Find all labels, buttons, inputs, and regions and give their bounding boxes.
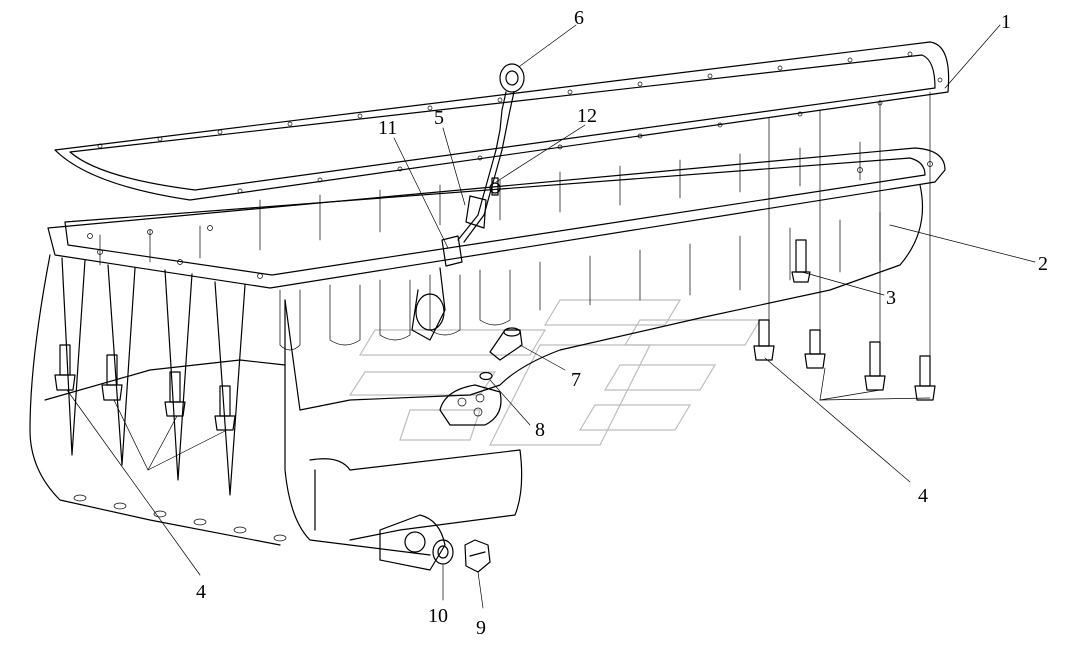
bolts-left bbox=[54, 344, 236, 431]
callout-4-right: 4 bbox=[918, 485, 928, 507]
callout-10: 10 bbox=[428, 605, 448, 627]
callout-4-left: 4 bbox=[196, 581, 206, 603]
callout-6: 6 bbox=[574, 7, 584, 29]
callout-8: 8 bbox=[535, 419, 545, 441]
callout-1: 1 bbox=[1001, 11, 1011, 33]
watermark-logo bbox=[348, 299, 762, 446]
leader-lines bbox=[66, 24, 1036, 609]
callout-5: 5 bbox=[434, 107, 444, 129]
oil-pan-body bbox=[29, 141, 946, 571]
oil-pan-gasket bbox=[54, 41, 950, 201]
callout-9: 9 bbox=[476, 617, 486, 639]
fitting-and-seal bbox=[439, 327, 523, 426]
callout-11: 11 bbox=[378, 117, 397, 139]
drain-plug-and-washer bbox=[432, 539, 491, 573]
callout-labels: 1 2 3 4 4 5 6 7 8 9 10 11 12 bbox=[196, 7, 1048, 639]
callout-2: 2 bbox=[1038, 253, 1048, 275]
callout-12: 12 bbox=[577, 105, 597, 127]
dipstick-assembly bbox=[411, 63, 525, 341]
callout-3: 3 bbox=[886, 287, 896, 309]
bolts-right bbox=[753, 91, 936, 401]
callout-7: 7 bbox=[571, 369, 581, 391]
